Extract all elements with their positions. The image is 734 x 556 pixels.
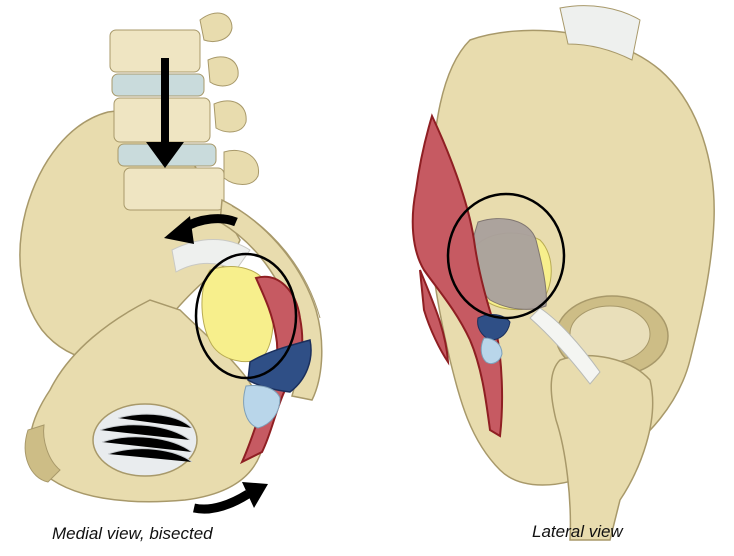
lumbar-spine [109, 12, 260, 211]
ligament-lateral [529, 307, 601, 385]
red-muscle-medial [239, 275, 304, 465]
red-muscle-lateral [411, 113, 504, 438]
blue-region-lateral [477, 314, 511, 341]
light-blue-region-medial [243, 385, 281, 429]
caption-medial-view: Medial view, bisected [52, 524, 213, 543]
curved-arrow-right-icon [193, 482, 268, 514]
obturator-membrane-fibers [99, 413, 193, 463]
femur [550, 355, 654, 541]
lateral-view [411, 5, 715, 541]
highlight-circle-lateral [446, 192, 566, 320]
highlight-circle-medial [194, 252, 298, 380]
medial-view [19, 12, 323, 514]
caption-lateral-view: Lateral view [532, 522, 623, 541]
light-blue-region-lateral [480, 337, 503, 365]
down-arrow-icon [146, 58, 184, 168]
sacrospinous-ligament [171, 239, 251, 273]
curved-arrow-left-icon [164, 214, 238, 244]
